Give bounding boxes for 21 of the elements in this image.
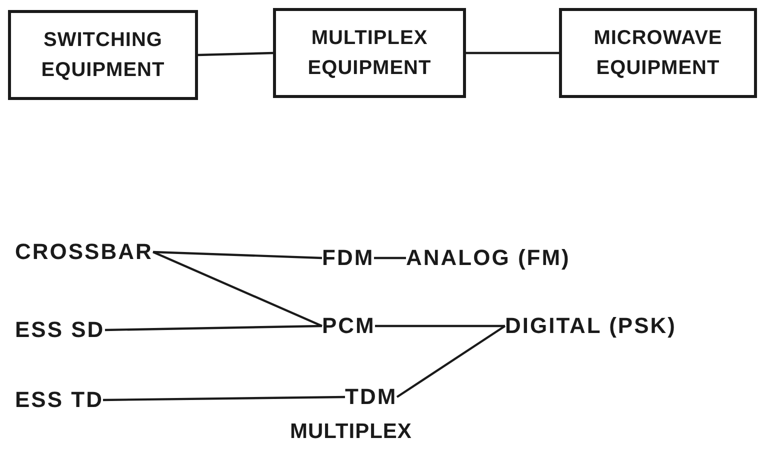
node-text: PCM bbox=[322, 312, 376, 340]
node-text: FDM bbox=[322, 244, 374, 272]
column-label: MULTIPLEX bbox=[290, 420, 412, 444]
node-text: ESS TD bbox=[15, 386, 104, 414]
connector-line bbox=[374, 256, 406, 260]
node-text: TDM bbox=[345, 383, 398, 411]
node-text: DIGITAL (PSK) bbox=[505, 312, 676, 340]
equipment-box: SWITCHING EQUIPMENT bbox=[8, 10, 198, 100]
node-text: ESS SD bbox=[15, 316, 105, 344]
connector-line bbox=[152, 250, 322, 260]
node-text: ANALOG (FM) bbox=[406, 244, 570, 272]
connector-line bbox=[104, 324, 322, 332]
connector-line bbox=[466, 52, 559, 54]
equipment-box: MICROWAVE EQUIPMENT bbox=[559, 8, 757, 98]
connector-line bbox=[152, 251, 322, 327]
connector-line bbox=[198, 52, 274, 56]
connector-line bbox=[375, 324, 505, 328]
connector-line bbox=[396, 325, 506, 398]
equipment-box: MULTIPLEX EQUIPMENT bbox=[273, 8, 466, 98]
node-text: CROSSBAR bbox=[15, 238, 153, 266]
connector-line bbox=[102, 396, 346, 402]
